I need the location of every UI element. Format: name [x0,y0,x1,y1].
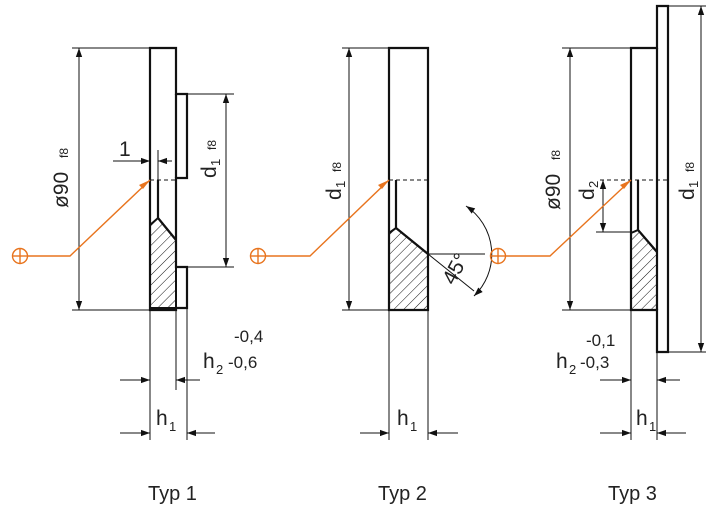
typ1-caption: Typ 1 [148,483,197,505]
typ3-outer-dia-label: ø90 [542,174,565,210]
typ2-d1-tol: f8 [330,162,344,172]
typ3-outer-dia-tol: f8 [549,150,563,160]
typ3-d1-label: d [676,188,699,200]
typ2-leader-arrowhead [378,180,389,189]
typ1-h2-label: h [203,350,215,373]
typ1-leader-line [28,179,151,257]
view-typ-3: ø90 f8 d 2 d 1 f8 h 2 -0,1 -0,3 h [489,4,706,505]
typ2-hatched-section [388,226,429,311]
typ1-d1-sub: 1 [208,159,223,166]
typ3-h1-label: h [636,407,648,430]
typ2-d1-sub: 1 [333,181,348,188]
typ3-h2-sub: 2 [569,362,576,377]
typ1-gap-label: 1 [119,138,131,161]
typ1-h2-sub: 2 [216,362,223,377]
circle-cross-icon [489,247,507,265]
typ2-h1-label: h [397,407,409,430]
typ3-caption: Typ 3 [608,483,657,505]
typ3-h2-upper-tol: -0,1 [586,331,615,350]
typ2-h1-sub: 1 [410,419,417,434]
typ1-d1-label: d [198,166,221,178]
typ1-chamfer-line [156,180,177,241]
typ1-h1-label: h [156,407,168,430]
typ2-caption: Typ 2 [378,483,427,505]
typ3-d1-tol: f8 [683,162,697,172]
view-typ-1: ø90 f8 d 1 f8 1 h 2 -0,4 -0,6 [11,46,263,505]
typ3-d2-label: d [576,188,599,200]
typ1-outer-dia-tol: f8 [57,148,71,158]
typ3-d1-sub: 1 [686,181,701,188]
typ1-outer-dia-label: ø90 [50,172,73,208]
typ3-h2-label: h [556,350,568,373]
typ2-d1-label: d [323,188,346,200]
typ3-chamfer-line [636,180,658,253]
typ3-h1-sub: 1 [649,419,656,434]
typ3-leader-line [506,179,632,257]
typ1-h1-sub: 1 [169,419,176,434]
typ2-chamfer-line [394,180,429,255]
circle-cross-icon [249,247,267,265]
view-typ-2: d 1 f8 45° h 1 Typ 2 [249,46,493,505]
typ3-leader-arrowhead [620,180,631,189]
typ2-angle-label: 45° [438,250,473,289]
typ2-leader-line [266,179,390,257]
typ3-d2-sub: 2 [586,181,601,188]
typ1-hatched-section [149,216,177,309]
circle-cross-icon [11,247,29,265]
typ3-hatched-section [630,228,658,311]
typ2-angle-arc [465,205,493,297]
typ3-h2-lower-tol: -0,3 [580,353,609,372]
typ1-h2-upper-tol: -0,4 [234,327,263,346]
typ1-h2-lower-tol: -0,6 [228,353,257,372]
typ1-d1-tol: f8 [205,140,219,150]
typ1-leader-arrowhead [139,180,150,189]
